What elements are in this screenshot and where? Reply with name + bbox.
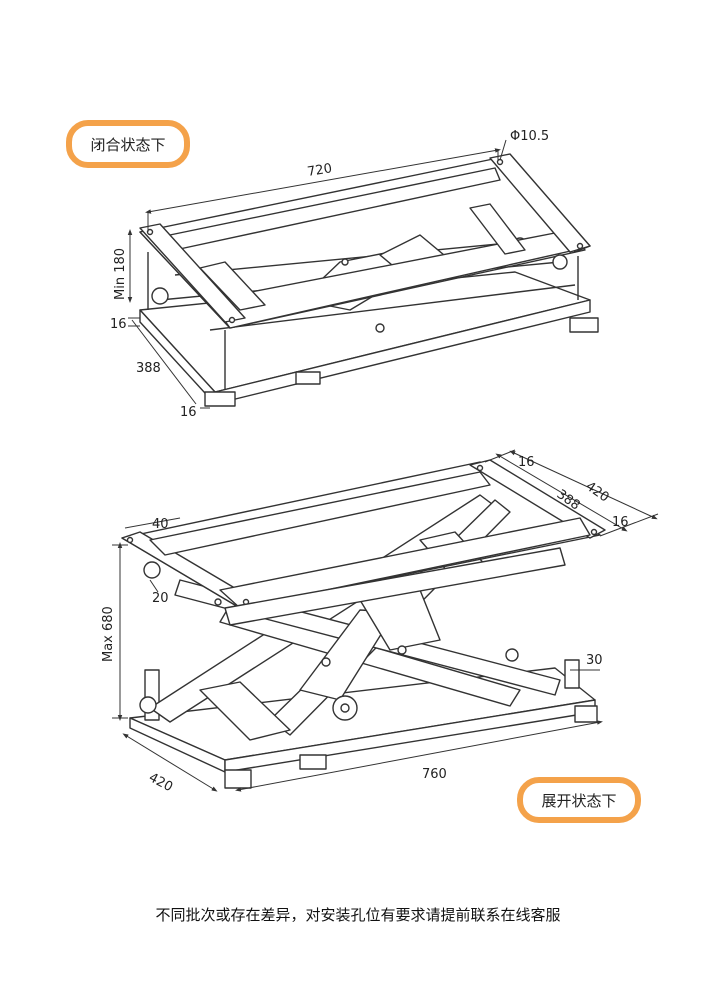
dim-open-wheel-20: 20 — [152, 591, 169, 606]
open-pivot-bolt — [397, 645, 407, 655]
dim-open-base-width: 420 — [146, 770, 175, 795]
dim-closed-width: 388 — [136, 361, 161, 376]
footnote: 不同批次或存在差异，对安装孔位有要求请提前联系在线客服 — [155, 906, 561, 924]
dim-closed-thickness-bottom: 16 — [180, 405, 197, 420]
dim-open-top-right: 16 — [612, 515, 629, 530]
closed-foot-front-left — [204, 391, 236, 407]
dim-open-max-height: Max 680 — [101, 606, 116, 662]
open-foot-right — [574, 705, 598, 723]
dim-closed-length: 720 — [306, 161, 333, 180]
open-lift-drawing — [121, 459, 606, 789]
closed-foot-back-right — [569, 317, 599, 333]
open-state-badge: 展开状态下 — [517, 777, 641, 823]
closed-foot-mid — [295, 371, 321, 385]
open-dimension-lines — [112, 449, 659, 792]
open-state-label: 展开状态下 — [541, 791, 617, 810]
open-foot-front — [224, 769, 252, 789]
dim-open-top-width-outer: 420 — [583, 479, 612, 506]
dim-closed-hole: Φ10.5 — [510, 129, 549, 144]
closed-state-badge: 闭合状态下 — [66, 120, 190, 168]
dim-open-left-40: 40 — [152, 517, 169, 532]
closed-state-label: 闭合状态下 — [90, 135, 166, 154]
closed-dimension-lines — [127, 139, 507, 409]
open-foot-mid — [299, 754, 327, 770]
dim-open-right-30: 30 — [586, 653, 603, 668]
closed-pivot-bolt — [375, 323, 385, 333]
open-scissor-arm-b — [219, 604, 521, 707]
dim-open-base-length: 760 — [422, 767, 447, 782]
dim-closed-min-height: Min 180 — [113, 248, 128, 300]
closed-lift-drawing — [139, 153, 599, 407]
dim-closed-thickness-left: 16 — [110, 317, 127, 332]
dim-open-top-thickness: 16 — [518, 455, 535, 470]
